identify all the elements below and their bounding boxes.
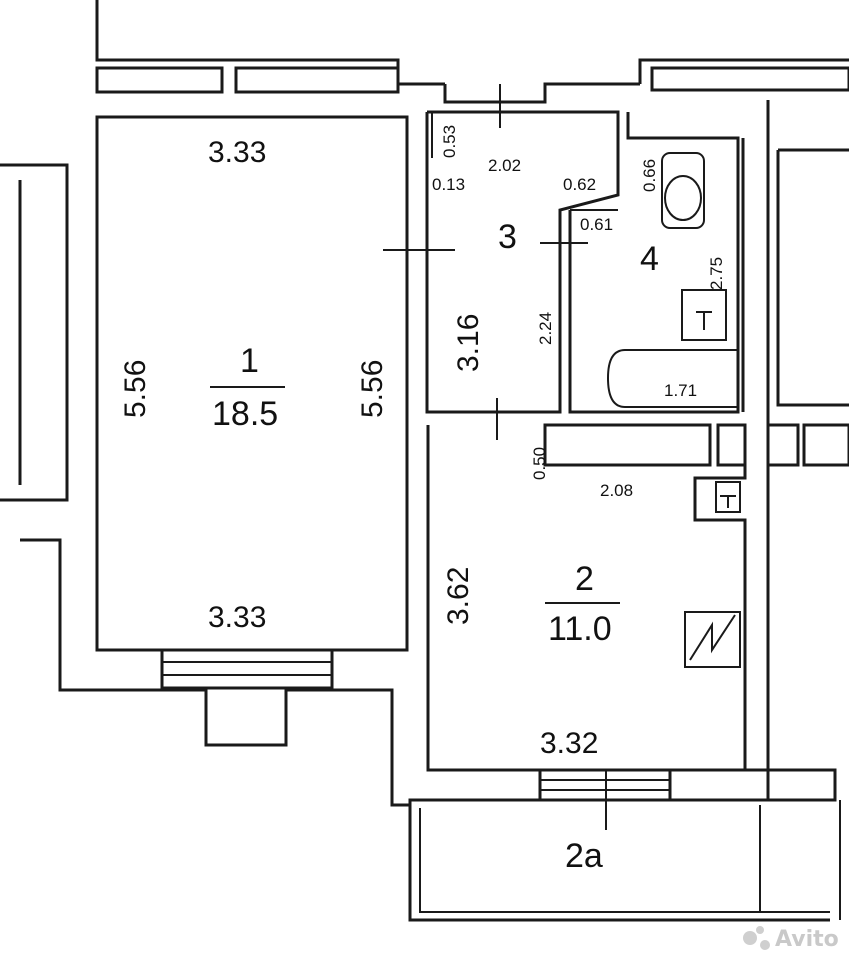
room-2-left-dim: 3.62 (442, 567, 475, 625)
room-2-top-dim: 2.08 (600, 481, 633, 500)
exterior-walls (0, 0, 849, 807)
balcony-label: 2a (565, 837, 603, 875)
balcony-2a: 2a (408, 768, 841, 922)
room-3-dim-a: 0.53 (440, 125, 459, 158)
room-1-right-dim: 5.56 (356, 360, 389, 418)
room-3-top-dim: 2.02 (488, 156, 521, 175)
room-1-left-dim: 5.56 (119, 360, 152, 418)
room-1-bottom-dim: 3.33 (208, 601, 266, 634)
right-walls (741, 100, 849, 425)
room-3: 0.53 0.13 2.02 0.62 0.61 3 3.16 2.24 (425, 84, 620, 440)
room-4: 0.66 4 2.75 1.71 (568, 112, 740, 414)
room-2-number: 2 (575, 560, 594, 598)
room-1-number: 1 (240, 342, 259, 380)
room-1-area: 18.5 (212, 395, 278, 433)
toilet-dim: 0.66 (640, 159, 659, 192)
watermark-text: Avito (775, 927, 839, 952)
room-2-area: 11.0 (548, 610, 612, 648)
room-2-notch-dim: 0.50 (530, 447, 549, 480)
room-3-dim-d: 0.61 (580, 215, 613, 234)
room-3-dim-c: 0.62 (563, 175, 596, 194)
room-2: 0.50 2.08 3.62 2 11.0 3.32 (426, 423, 849, 830)
room-4-right-dim: 2.75 (707, 257, 726, 290)
room-3-left-dim: 3.16 (452, 314, 485, 372)
room-2-bottom-dim: 3.32 (540, 727, 598, 760)
room-1: 3.33 3.33 5.56 5.56 1 18.5 (95, 115, 455, 747)
room-4-number: 4 (640, 240, 659, 278)
avito-watermark: Avito (743, 926, 839, 952)
bath-dim: 1.71 (664, 381, 697, 400)
room-1-top-dim: 3.33 (208, 136, 266, 169)
room-3-right-dim: 2.24 (536, 312, 555, 345)
room-3-number: 3 (498, 218, 517, 256)
room-3-dim-b: 0.13 (432, 175, 465, 194)
